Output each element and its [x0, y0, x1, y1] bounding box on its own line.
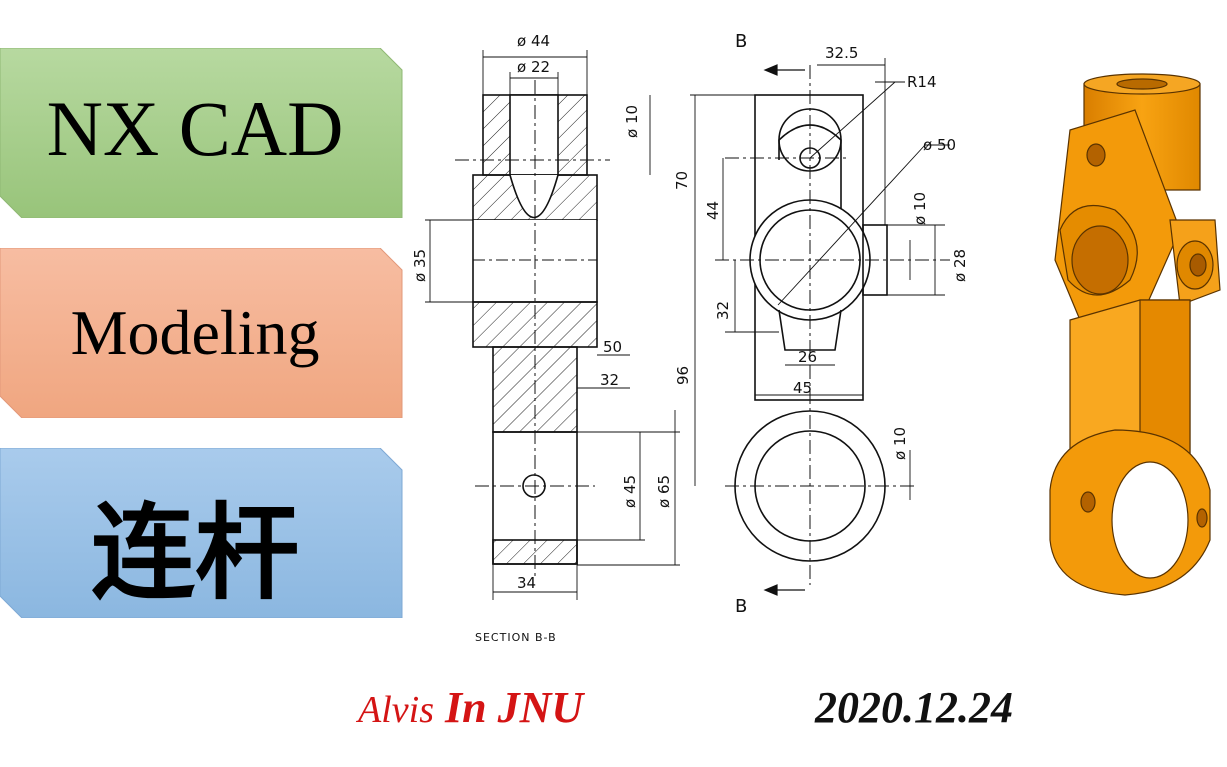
- dim-r14: R14: [907, 73, 937, 91]
- date-label: 2020.12.24: [815, 683, 1013, 732]
- dim-d10-c: ø 10: [891, 427, 909, 460]
- dim-50: 50: [603, 338, 622, 356]
- dim-d44: ø 44: [517, 32, 550, 50]
- cut-marker-bottom: B: [735, 596, 747, 617]
- dim-d35: ø 35: [411, 249, 429, 282]
- dim-d10-a: ø 10: [623, 105, 641, 138]
- dim-d45: ø 45: [621, 475, 639, 508]
- dim-32-a: 32: [600, 371, 619, 389]
- title-text: NX CAD: [46, 85, 344, 172]
- engineering-drawing: ø 44 ø 22 ø 10 ø 35 50 32 ø 45 ø 65 34 S…: [411, 31, 969, 644]
- part-name-text: 连杆: [90, 491, 299, 614]
- author-first: Alvis: [358, 689, 434, 731]
- dim-d65: ø 65: [655, 475, 673, 508]
- banner-part-name: 连杆: [0, 448, 404, 618]
- dim-96: 96: [674, 366, 692, 385]
- connecting-rod-3d-render: [1049, 73, 1221, 596]
- dim-32-b: 32: [714, 301, 732, 320]
- author-signature: Alvis In JNU: [358, 682, 583, 733]
- dim-34: 34: [517, 574, 536, 592]
- dim-70: 70: [673, 171, 691, 190]
- dim-d22: ø 22: [517, 58, 550, 76]
- dim-45: 45: [793, 379, 812, 397]
- dim-d10-b: ø 10: [911, 192, 929, 225]
- dim-d50: ø 50: [923, 136, 956, 154]
- subtitle-text: Modeling: [70, 297, 320, 368]
- dim-26: 26: [798, 348, 817, 366]
- dim-d28: ø 28: [951, 249, 969, 282]
- section-label: SECTION B-B: [475, 631, 557, 644]
- banner-subtitle: Modeling: [0, 248, 404, 418]
- banner-title: NX CAD: [0, 48, 404, 218]
- cut-marker-top: B: [735, 31, 747, 52]
- author-second: In JNU: [444, 683, 584, 732]
- dim-32-5: 32.5: [825, 44, 858, 62]
- dim-44: 44: [704, 201, 722, 220]
